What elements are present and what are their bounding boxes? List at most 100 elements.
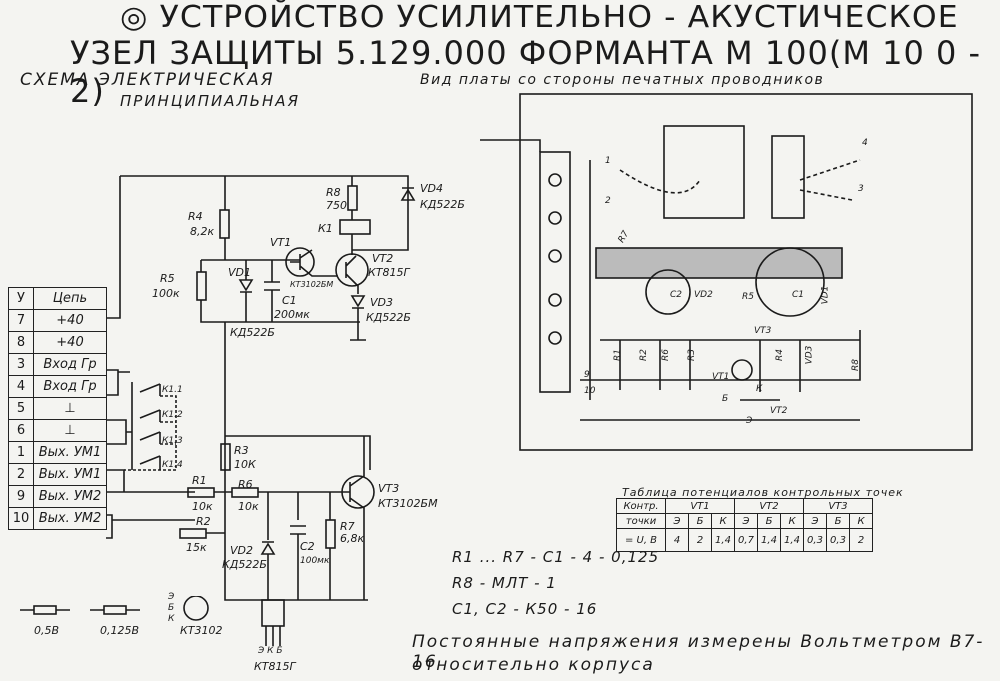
connector-label: Вых. УМ2 xyxy=(33,485,107,508)
label-vd1-value: КД522Б xyxy=(230,326,275,339)
label-vd1: VD1 xyxy=(228,266,251,279)
connector-label: +40 xyxy=(33,309,107,332)
wire-plus40 xyxy=(106,176,121,319)
legend-res05-symbol xyxy=(33,605,57,615)
potential-table-group-row: Контр. VT1 VT2 VT3 xyxy=(616,498,873,514)
label-vd4: VD4 xyxy=(420,182,443,195)
note-resistors-r1-r7: R1 ... R7 - С1 - 4 - 0,125 xyxy=(452,548,660,566)
potential-sub: Э xyxy=(665,513,689,529)
potential-group-vt2: VT2 xyxy=(734,498,804,514)
board-pin-k: К xyxy=(756,384,763,394)
board-label-vd2: VD2 xyxy=(694,290,713,300)
pcb-vd4-block xyxy=(771,135,805,219)
potential-sub: Э xyxy=(803,513,827,529)
potential-corner-bottom: точки xyxy=(616,513,666,529)
connector-label: Вых. УМ2 xyxy=(33,507,107,530)
board-label-r5: R5 xyxy=(742,292,754,302)
label-r6-value: 10к xyxy=(238,500,259,513)
title-line-1: ◎ УСТРОЙСТВО УСИЛИТЕЛЬНО - АКУСТИЧЕСКОЕ xyxy=(120,0,959,35)
connector-label: Вход Гр xyxy=(33,375,107,398)
label-r7: R7 xyxy=(340,520,355,533)
pcb-relay-block xyxy=(663,125,745,219)
potential-value: 0,3 xyxy=(826,528,850,552)
board-label-c2: C2 xyxy=(670,290,683,300)
label-vt3: VT3 xyxy=(378,482,400,495)
potential-table-value-row: = U, В 4 2 1,4 0,7 1,4 1,4 0,3 0,3 2 xyxy=(616,528,873,552)
potential-table: Контр. VT1 VT2 VT3 точки Э Б К Э Б К Э Б… xyxy=(616,498,873,552)
board-pin-b: Б xyxy=(722,394,729,404)
label-k12: К1.2 xyxy=(162,410,183,420)
label-r5: R5 xyxy=(160,272,175,285)
board-pin-10: 10 xyxy=(584,386,596,396)
potential-sub: К xyxy=(849,513,873,529)
pcb-vt1-socket xyxy=(731,359,753,381)
pcb-edge-strip xyxy=(539,151,571,393)
label-c1: С1 xyxy=(282,294,297,307)
potential-value: 2 xyxy=(849,528,873,552)
legend-kt815-pins: Э К Б xyxy=(258,646,283,656)
pcb-board-outline xyxy=(519,93,973,451)
potential-sub: Б xyxy=(757,513,781,529)
label-r2: R2 xyxy=(196,515,211,528)
label-r7-value: 6,8к xyxy=(340,532,365,545)
label-r3: R3 xyxy=(234,444,249,457)
legend-kt3102-pin-k: К xyxy=(168,614,175,624)
label-vt1: VT1 xyxy=(270,236,292,249)
legend-kt815-label: КТ815Г xyxy=(254,660,296,673)
label-c2: С2 xyxy=(300,540,315,553)
label-r4: R4 xyxy=(188,210,203,223)
connector-num: 10 xyxy=(8,507,34,530)
board-caption: Вид платы со стороны печатных проводнико… xyxy=(420,72,825,88)
legend-drawing xyxy=(20,596,285,646)
pcb-hatched-strip xyxy=(595,247,843,279)
vt1-transistor xyxy=(285,247,315,277)
legend-kt3102-pin-e: Э xyxy=(168,592,175,602)
board-label-vt2: VT2 xyxy=(770,406,788,416)
connector-row: 6⊥ xyxy=(8,419,107,442)
label-r5-value: 100к xyxy=(152,287,180,300)
potential-value: 4 xyxy=(665,528,689,552)
wire-top-rail xyxy=(120,175,409,251)
potential-group-vt1: VT1 xyxy=(665,498,735,514)
legend-kt3102-pin-b: Б xyxy=(168,603,175,613)
board-pin-1: 1 xyxy=(605,156,611,166)
label-vt2: VT2 xyxy=(372,252,394,265)
board-pin-3: 3 xyxy=(858,184,864,194)
legend-kt3102-symbol xyxy=(183,596,209,621)
wire-bus xyxy=(224,322,368,601)
label-k11: К1.1 xyxy=(162,385,183,395)
potential-corner-top: Контр. xyxy=(616,498,666,514)
label-c2-value: 100мк xyxy=(300,556,330,566)
label-vd3-value: КД522Б xyxy=(366,311,411,324)
potential-value: 2 xyxy=(688,528,712,552)
potential-group-vt3: VT3 xyxy=(803,498,873,514)
note-capacitors: С1, С2 - К50 - 16 xyxy=(452,600,598,618)
label-r1-value: 10к xyxy=(192,500,213,513)
k1-contacts xyxy=(131,382,161,470)
potential-table-sub-row: точки Э Б К Э Б К Э Б К xyxy=(616,513,873,529)
label-k13: К1.3 xyxy=(162,436,183,446)
board-pin-9: 9 xyxy=(584,370,590,380)
legend-res0125-symbol xyxy=(103,605,127,615)
label-k14: К1.4 xyxy=(162,460,183,470)
label-vt2-value: КТ815Г xyxy=(368,266,410,279)
legend-kt3102-label: КТ3102 xyxy=(180,624,223,637)
label-k1: К1 xyxy=(318,222,333,235)
subtitle-line-1: СХЕМА ЭЛЕКТРИЧЕСКАЯ xyxy=(20,70,275,90)
pcb-c2-circle xyxy=(645,269,691,315)
label-r6: R6 xyxy=(238,478,253,491)
vd4-diode xyxy=(400,187,416,201)
potential-sub: Б xyxy=(826,513,850,529)
potential-sub: Б xyxy=(688,513,712,529)
label-vd4-value: КД522Б xyxy=(420,198,465,211)
label-vt3-value: КТ3102БМ xyxy=(378,497,438,510)
label-vd3: VD3 xyxy=(370,296,393,309)
label-c1-value: 200мк xyxy=(274,308,310,321)
label-r1: R1 xyxy=(192,474,207,487)
title-mark: ◎ xyxy=(120,0,149,35)
